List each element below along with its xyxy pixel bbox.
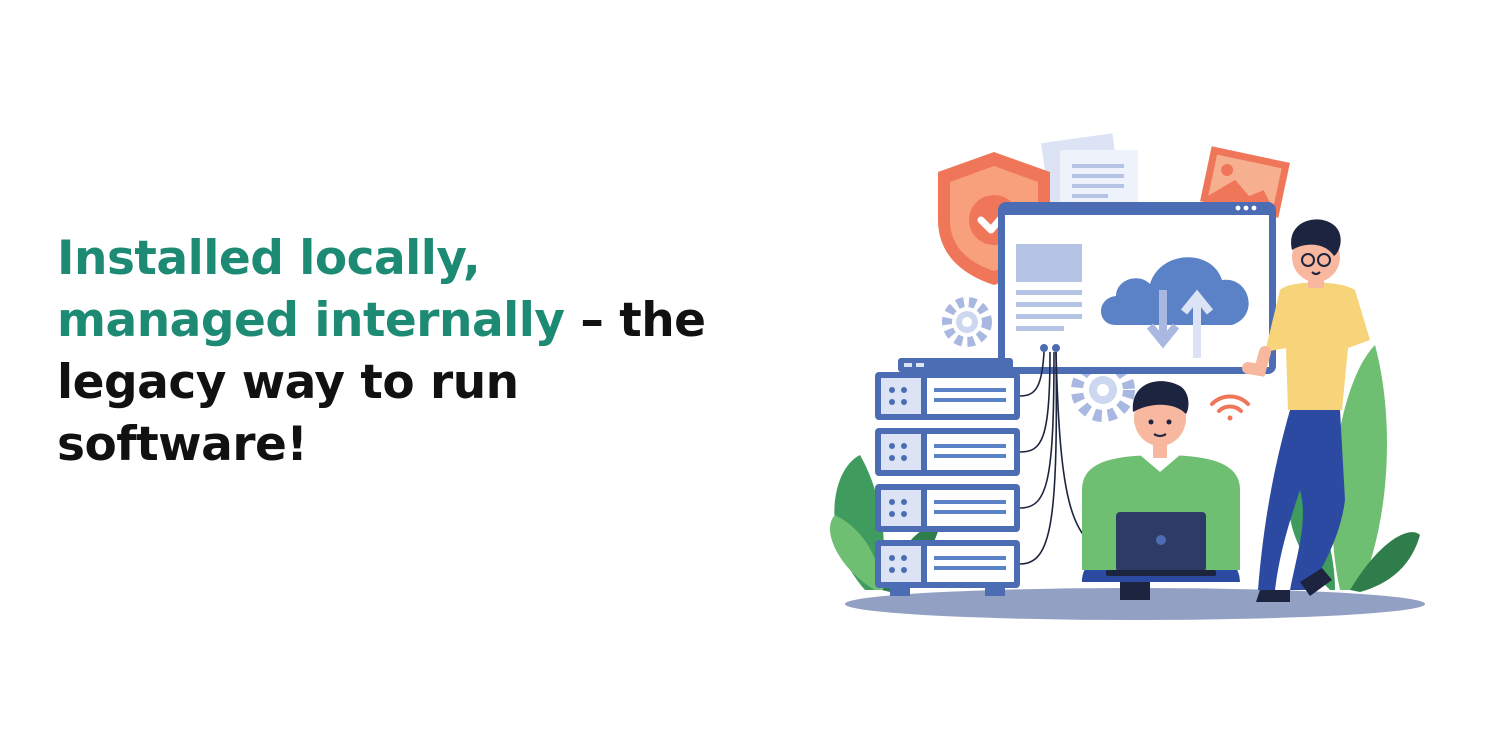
headline-line-1: Installed locally, — [57, 231, 481, 286]
cloud-sync-icon — [1101, 257, 1249, 358]
headline-line-2-rest: – the — [564, 293, 706, 348]
headline-line-3: legacy way to run — [57, 355, 519, 410]
headline: Installed locally, managed internally – … — [57, 228, 817, 476]
server-rack-icon — [875, 358, 1020, 596]
person-standing — [1242, 219, 1370, 602]
wifi-icon — [1210, 394, 1250, 421]
headline-line-2-accent: managed internally — [57, 293, 565, 348]
laptop-icon — [1106, 512, 1216, 576]
gear-icon — [942, 297, 992, 347]
gear-large-icon — [1071, 358, 1135, 422]
on-premise-illustration — [829, 133, 1425, 620]
headline-line-2: managed internally – the — [57, 290, 817, 352]
image-icon — [1200, 146, 1290, 218]
network-cables — [1019, 351, 1121, 565]
headline-line-4: software! — [57, 417, 308, 472]
